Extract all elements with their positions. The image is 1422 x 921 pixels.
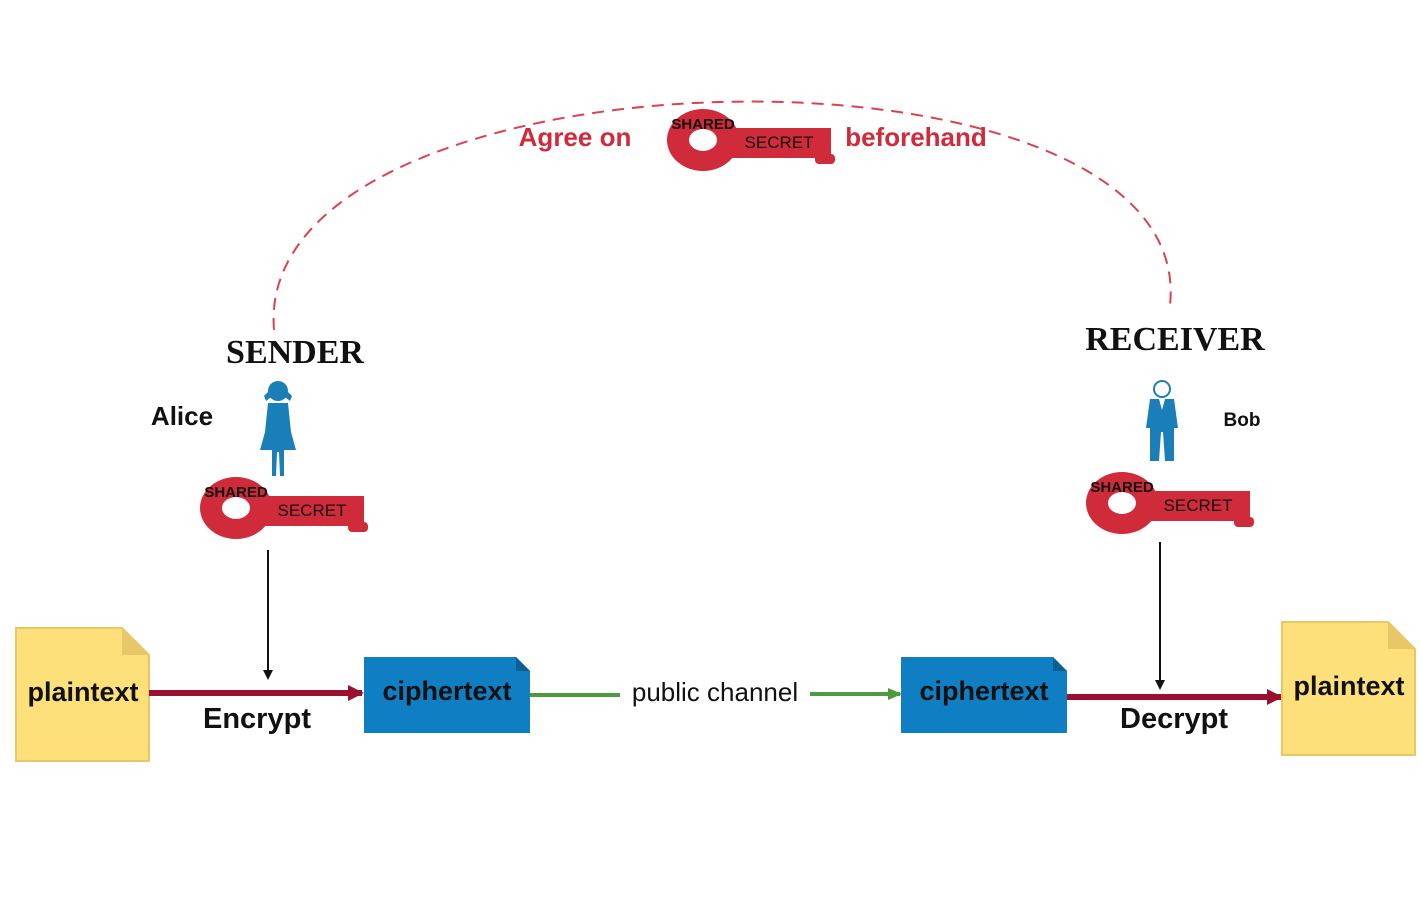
sender-title: SENDER bbox=[226, 334, 364, 371]
beforehand-text: beforehand bbox=[845, 122, 987, 152]
receiver-name: Bob bbox=[1224, 410, 1261, 431]
receiver-ciphertext-document: ciphertext bbox=[901, 657, 1067, 733]
public-channel-label: public channel bbox=[632, 677, 798, 707]
agreement-key-icon: SHARED SECRET bbox=[667, 109, 835, 171]
receiver-ciphertext-label: ciphertext bbox=[919, 676, 1048, 706]
receiver-plaintext-document: plaintext bbox=[1281, 621, 1416, 756]
man-icon bbox=[1146, 380, 1178, 461]
receiver-title: RECEIVER bbox=[1085, 321, 1265, 358]
agreement-key-top-label: SHARED bbox=[671, 116, 735, 133]
receiver-key-icon: SHARED SECRET bbox=[1086, 472, 1254, 534]
encrypt-label: Encrypt bbox=[203, 703, 311, 735]
sender-ciphertext-label: ciphertext bbox=[382, 676, 511, 706]
agree-on-text: Agree on bbox=[519, 122, 632, 152]
sender-key-top-label: SHARED bbox=[204, 484, 268, 501]
sender-ciphertext-document: ciphertext bbox=[364, 657, 530, 733]
sender-name: Alice bbox=[151, 401, 213, 431]
sender-plaintext-document: plaintext bbox=[15, 627, 150, 762]
receiver-key-top-label: SHARED bbox=[1090, 479, 1154, 496]
decrypt-label: Decrypt bbox=[1120, 703, 1228, 735]
agreement-key-bottom-label: SECRET bbox=[745, 133, 814, 152]
sender-plaintext-label: plaintext bbox=[27, 677, 138, 707]
receiver-key-bottom-label: SECRET bbox=[1164, 496, 1233, 515]
sender-key-icon: SHARED SECRET bbox=[200, 477, 368, 539]
sender-key-bottom-label: SECRET bbox=[278, 501, 347, 520]
agreement-arc bbox=[272, 100, 1172, 331]
woman-icon bbox=[260, 381, 296, 476]
receiver-plaintext-label: plaintext bbox=[1293, 671, 1404, 701]
